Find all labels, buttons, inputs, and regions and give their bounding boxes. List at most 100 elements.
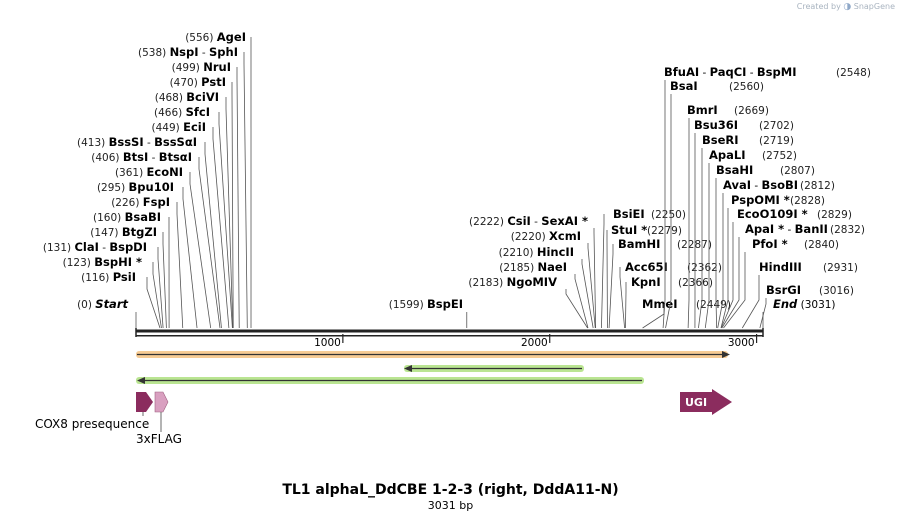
site-label-left[interactable]: (538) NspI - SphI: [138, 45, 238, 59]
site-label-right[interactable]: BseRI: [702, 133, 739, 147]
ruler-tick-label: 1000: [314, 337, 341, 349]
site-label-bspei[interactable]: (1599) BspEI: [389, 297, 463, 311]
site-label-pos: (2287): [677, 239, 712, 251]
orf-reverse-arrowhead-2: [137, 377, 145, 384]
snapgene-credit: Created by ◑ SnapGene: [797, 2, 895, 12]
site-label-pos: (3016): [819, 285, 854, 297]
site-label-left[interactable]: (499) NruI: [172, 60, 231, 74]
feature-cox8-presequence[interactable]: [136, 392, 153, 412]
feature-ugi[interactable]: [680, 389, 732, 415]
backbone: [136, 329, 763, 333]
backbone-lower-strand: [136, 335, 763, 337]
site-marker-line: [608, 244, 614, 329]
site-label-right[interactable]: BsaHI: [716, 163, 753, 177]
site-marker-line: [593, 228, 597, 329]
site-label-right[interactable]: PfoI *: [752, 237, 788, 251]
site-marker-line: [189, 172, 212, 329]
site-marker-line: [698, 148, 703, 329]
orf-reverse-arrowhead-1: [404, 365, 412, 372]
site-label-left[interactable]: (361) EcoNI: [115, 165, 183, 179]
site-label-name[interactable]: Acc65I: [625, 260, 668, 274]
sequence-length: 3031 bp: [427, 499, 474, 512]
site-label-left[interactable]: (123) BspHI *: [63, 255, 142, 269]
ruler-tick-label: 3000: [728, 337, 755, 349]
site-marker-line: [715, 178, 718, 329]
site-marker-line: [243, 52, 248, 329]
site-label-left[interactable]: (406) BtsI - BtsαI: [91, 150, 192, 164]
site-marker-line: [218, 112, 233, 329]
site-label-end[interactable]: End (3031): [773, 297, 836, 311]
site-label-middle[interactable]: (2183) NgoMIV: [468, 275, 557, 289]
site-label-middle[interactable]: (2222) CsiI - SexAI *: [469, 214, 588, 228]
site-marker-line: [665, 94, 672, 329]
site-marker-line: [182, 187, 198, 329]
site-label-right[interactable]: BfuAI - PaqCI - BspMI: [664, 65, 797, 79]
orf-forward-arrowhead: [722, 351, 730, 358]
site-marker-line: [581, 259, 594, 329]
site-label-name[interactable]: BamHI: [618, 237, 660, 251]
site-marker-line: [225, 97, 234, 329]
site-marker-line: [759, 298, 767, 329]
site-label-name[interactable]: StuI *: [611, 223, 647, 237]
site-label-right[interactable]: Bsu36I: [694, 118, 738, 132]
site-label-left[interactable]: (147) BtgZI: [90, 225, 157, 239]
feature-label-3xflag: 3xFLAG: [136, 432, 182, 446]
site-label-left[interactable]: (295) Bpu10I: [97, 180, 174, 194]
site-label-left[interactable]: (466) SfcI: [154, 105, 210, 119]
site-label-start[interactable]: (0) Start: [77, 297, 128, 311]
site-marker-line: [720, 222, 734, 329]
site-label-left[interactable]: (131) ClaI - BspDI: [43, 240, 147, 254]
site-label-right[interactable]: BsaI: [670, 79, 698, 93]
site-marker-line: [162, 232, 167, 329]
site-label-left[interactable]: (449) EciI: [152, 120, 206, 134]
site-marker-line: [565, 289, 588, 329]
site-label-name[interactable]: BsiEI: [613, 207, 645, 221]
site-marker-line: [236, 67, 240, 329]
snapgene-logo-icon: ◑: [843, 2, 852, 12]
site-label-left[interactable]: (413) BssSI - BssSαI: [77, 135, 197, 149]
site-marker-line: [176, 202, 184, 329]
site-marker-line: [720, 208, 729, 329]
site-marker-line: [231, 82, 234, 329]
site-label-left[interactable]: (468) BciVI: [155, 90, 219, 104]
feature-label-cox8: COX8 presequence: [35, 417, 149, 431]
site-label-name[interactable]: MmeI: [642, 297, 678, 311]
site-marker-line: [625, 282, 627, 329]
site-label-right[interactable]: PspOMI *: [731, 193, 790, 207]
site-label-pos: (2362): [687, 262, 722, 274]
site-label-left[interactable]: (116) PsiI: [81, 270, 136, 284]
site-marker-line: [704, 163, 710, 329]
site-label-middle[interactable]: (2185) NaeI: [499, 260, 567, 274]
site-label-pos: (2807): [780, 165, 815, 177]
site-label-middle[interactable]: (2220) XcmI: [511, 229, 581, 243]
site-label-pos: (2250): [651, 209, 686, 221]
site-label-right[interactable]: BmrI: [687, 103, 718, 117]
credit-brand: SnapGene: [853, 2, 895, 11]
site-label-right[interactable]: ApaI * - BanII: [745, 222, 828, 236]
site-label-pos: (2719): [759, 135, 794, 147]
site-label-left[interactable]: (226) FspI: [111, 195, 170, 209]
site-label-pos: (2828): [790, 195, 825, 207]
site-label-right[interactable]: EcoO109I *: [737, 207, 808, 221]
site-label-pos: (2829): [817, 209, 852, 221]
site-label-middle[interactable]: (2210) HincII: [499, 245, 574, 259]
site-label-pos: (2832): [830, 224, 865, 236]
feature-label-ugi: UGI: [685, 396, 707, 409]
site-label-left[interactable]: (160) BsaBI: [93, 210, 161, 224]
site-label-right[interactable]: HindIII: [759, 260, 802, 274]
site-label-left[interactable]: (556) AgeI: [185, 30, 246, 44]
site-label-pos: (2366): [678, 277, 713, 289]
site-label-right[interactable]: ApaLI: [709, 148, 746, 162]
site-label-right[interactable]: AvaI - BsoBI: [723, 178, 798, 192]
feature-3xflag[interactable]: [154, 391, 169, 413]
site-marker-line: [587, 243, 596, 329]
site-label-right[interactable]: BsrGI: [766, 283, 801, 297]
site-marker-line: [212, 127, 230, 329]
site-marker-line: [574, 274, 589, 329]
site-label-pos: (2702): [759, 120, 794, 132]
site-marker-line: [146, 277, 161, 329]
site-label-name[interactable]: KpnI: [631, 275, 661, 289]
site-label-left[interactable]: (470) PstI: [170, 75, 226, 89]
map-title: TL1 alphaL_DdCBE 1-2-3 (right, DddA11-N): [282, 482, 619, 498]
